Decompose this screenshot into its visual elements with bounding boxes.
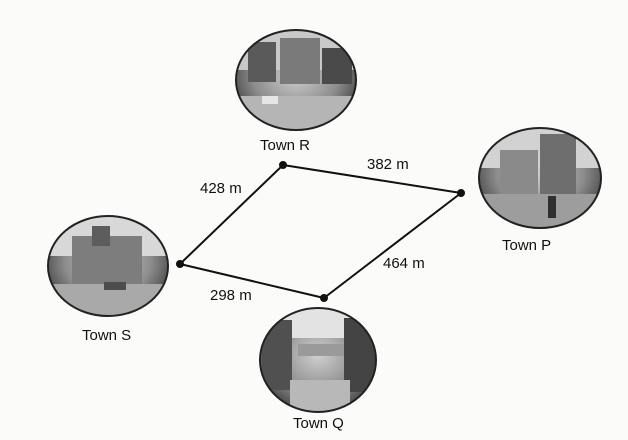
distance-label-p-q: 464 m bbox=[383, 255, 425, 272]
vertex-q bbox=[320, 294, 328, 302]
vertex-p bbox=[457, 189, 465, 197]
distance-label-r-p: 382 m bbox=[367, 156, 409, 173]
town-q-label: Town Q bbox=[293, 415, 344, 432]
edge-p-q bbox=[323, 192, 462, 299]
edge-s-r bbox=[179, 164, 284, 265]
town-r-photo bbox=[235, 29, 357, 131]
town-s-photo bbox=[47, 215, 169, 317]
vertex-s bbox=[176, 260, 184, 268]
town-q-photo bbox=[259, 307, 377, 413]
edge-r-p bbox=[282, 164, 462, 194]
vertex-r bbox=[279, 161, 287, 169]
edge-s-q bbox=[179, 263, 325, 299]
distance-label-s-r: 428 m bbox=[200, 180, 242, 197]
town-r-label: Town R bbox=[260, 137, 310, 154]
town-p-label: Town P bbox=[502, 237, 551, 254]
town-s-label: Town S bbox=[82, 327, 131, 344]
distance-label-s-q: 298 m bbox=[210, 287, 252, 304]
town-p-photo bbox=[478, 127, 602, 229]
